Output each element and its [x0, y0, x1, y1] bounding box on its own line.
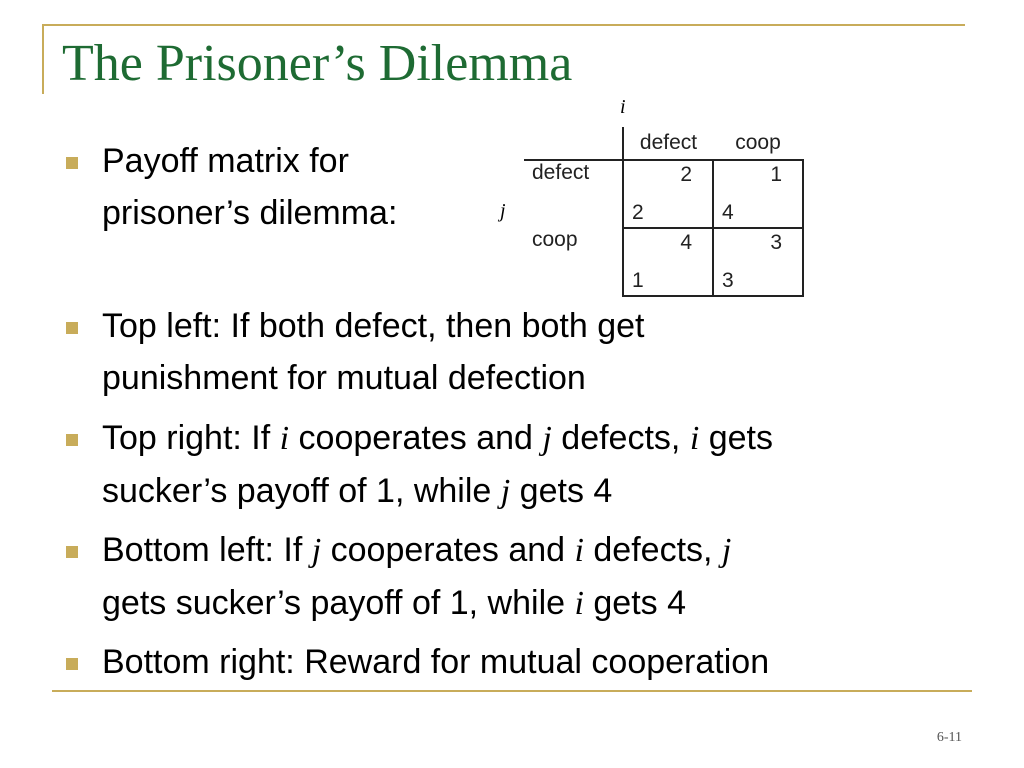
col-header-coop: coop	[735, 131, 781, 154]
bullet-marker	[66, 434, 78, 446]
bullet-2-line-2: punishment for mutual defection	[102, 359, 586, 397]
bullet-3-text: Top right: If i cooperates and j defects…	[102, 412, 962, 518]
cell-coop-coop: 3 3	[712, 227, 804, 297]
cell-payoff-j: 1	[632, 269, 644, 292]
bullet-2-text: Top left: If both defect, then both get …	[102, 300, 962, 404]
bullet-5-line-1: Bottom right: Reward for mutual cooperat…	[102, 643, 770, 681]
bullet-1-line-2: prisoner’s dilemma:	[102, 194, 398, 232]
bullet-marker	[66, 658, 78, 670]
bullet-marker	[66, 546, 78, 558]
row-header-defect: defect	[524, 159, 623, 228]
bullet-3-line-1: Top right: If i cooperates and j defects…	[102, 419, 773, 457]
bullet-marker	[66, 322, 78, 334]
cell-payoff-j: 3	[722, 269, 734, 292]
bullet-2-line-1: Top left: If both defect, then both get	[102, 307, 645, 345]
cell-payoff-i: 2	[680, 163, 692, 186]
payoff-matrix: defect coop defect 2 2 1 4 coop 4 1 3 3	[524, 127, 804, 297]
row-header-coop: coop	[532, 228, 578, 251]
bullet-5-text: Bottom right: Reward for mutual cooperat…	[102, 636, 962, 688]
frame-left-rule	[42, 24, 44, 94]
bullet-1-text: Payoff matrix for prisoner’s dilemma:	[102, 135, 962, 239]
slide-title: The Prisoner’s Dilemma	[62, 35, 573, 92]
frame-bottom-rule	[52, 690, 972, 692]
cell-payoff-i: 4	[680, 231, 692, 254]
bullet-4-text: Bottom left: If j cooperates and i defec…	[102, 524, 962, 630]
bullet-3-line-2: sucker’s payoff of 1, while j gets 4	[102, 472, 613, 510]
cell-payoff-i: 1	[770, 163, 782, 186]
bullet-4-line-1: Bottom left: If j cooperates and i defec…	[102, 531, 732, 569]
col-header-defect: defect	[622, 127, 713, 160]
bullet-marker	[66, 157, 78, 169]
row-player-label: j	[500, 200, 506, 222]
page-number: 6-11	[936, 730, 962, 745]
bullet-1-line-1: Payoff matrix for	[102, 142, 349, 180]
cell-payoff-j: 4	[722, 201, 734, 224]
matrix-corner	[524, 127, 623, 160]
bullet-4-line-2: gets sucker’s payoff of 1, while i gets …	[102, 584, 687, 622]
cell-payoff-j: 2	[632, 201, 644, 224]
cell-defect-coop: 1 4	[712, 159, 804, 229]
column-player-label: i	[620, 96, 626, 118]
frame-top-rule	[42, 24, 965, 26]
cell-payoff-i: 3	[770, 231, 782, 254]
cell-coop-defect: 4 1	[622, 227, 714, 297]
cell-defect-defect: 2 2	[622, 159, 714, 229]
